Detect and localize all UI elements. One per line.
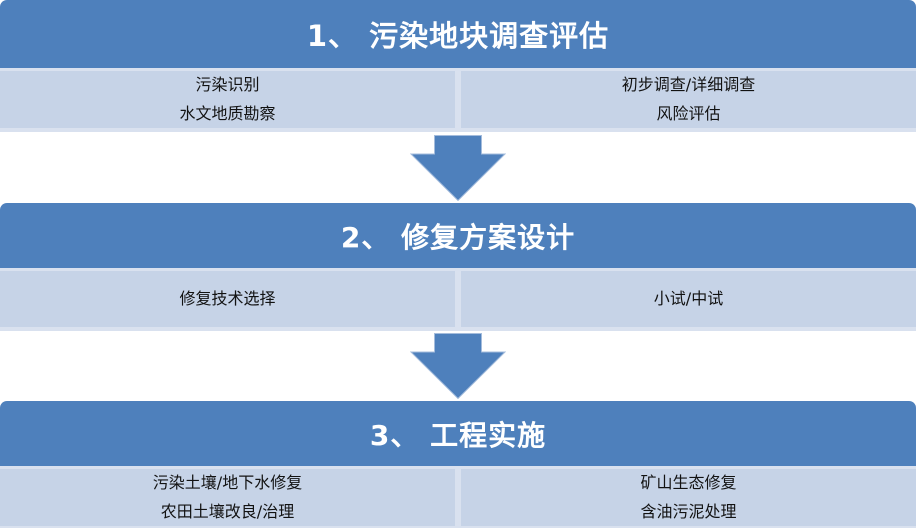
connector-zone-2 <box>0 331 916 401</box>
down-arrow-icon <box>410 333 506 399</box>
stage-2-title: 2、 修复方案设计 <box>340 220 576 254</box>
stage-1-right-column: 初步调查/详细调查 风险评估 <box>461 71 916 128</box>
process-step: 初步调查/详细调查 <box>621 75 756 95</box>
process-step: 水文地质勘察 <box>179 103 276 123</box>
stage-1-header: 1、 污染地块调查评估 <box>0 0 916 68</box>
stage-2-left-column: 修复技术选择 <box>0 271 455 327</box>
process-step: 污染土壤/地下水修复 <box>152 473 303 493</box>
stage-3-title: 3、 工程实施 <box>369 418 547 452</box>
stage-2-header: 2、 修复方案设计 <box>0 203 916 268</box>
stage-2-substeps: 修复技术选择 小试/中试 <box>0 268 916 331</box>
process-step: 风险评估 <box>656 103 721 123</box>
process-step: 含油污泥处理 <box>640 501 737 521</box>
stage-3-right-column: 矿山生态修复 含油污泥处理 <box>461 469 916 526</box>
process-step: 修复技术选择 <box>179 288 276 308</box>
stage-1-title: 1、 污染地块调查评估 <box>306 19 610 53</box>
stage-1-left-column: 污染识别 水文地质勘察 <box>0 71 455 128</box>
down-arrow-icon <box>410 134 506 201</box>
stage-3-header: 3、 工程实施 <box>0 401 916 466</box>
process-step: 农田土壤改良/治理 <box>160 501 295 521</box>
process-step: 小试/中试 <box>653 288 724 308</box>
process-step: 污染识别 <box>195 75 260 95</box>
stage-3-left-column: 污染土壤/地下水修复 农田土壤改良/治理 <box>0 469 455 526</box>
stage-2-right-column: 小试/中试 <box>461 271 916 327</box>
process-step: 矿山生态修复 <box>640 473 737 493</box>
stage-1-substeps: 污染识别 水文地质勘察 初步调查/详细调查 风险评估 <box>0 68 916 132</box>
connector-zone-1 <box>0 132 916 203</box>
stage-3-substeps: 污染土壤/地下水修复 农田土壤改良/治理 矿山生态修复 含油污泥处理 <box>0 466 916 528</box>
